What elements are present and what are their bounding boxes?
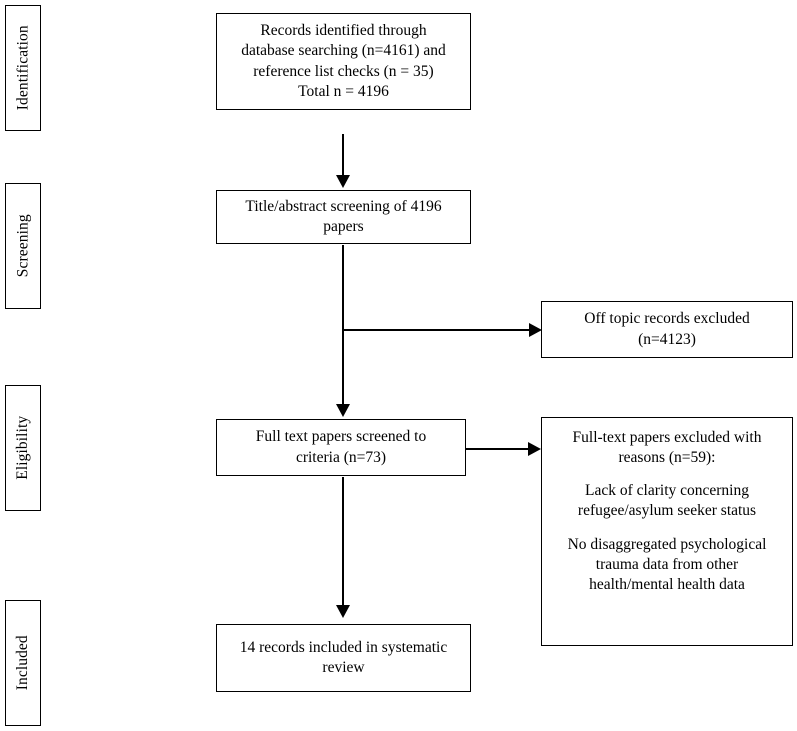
spacer: [548, 522, 786, 535]
connector-identification-to-screening: [342, 134, 344, 179]
node-off-topic-excluded-line-2: (n=4123): [638, 330, 696, 348]
node-records-identified-line-4: Total n = 4196: [298, 82, 389, 100]
node-full-text-excluded-line-7: health/mental health data: [589, 575, 745, 593]
connector-fulltext-to-excluded: [466, 448, 530, 450]
arrowhead-fulltext-to-included: [336, 605, 350, 618]
node-records-included: 14 records included in systematic review: [216, 624, 471, 692]
node-full-text-excluded-reasons: Full-text papers excluded with reasons (…: [541, 417, 793, 646]
node-records-identified-line-3: reference list checks (n = 35): [253, 62, 434, 80]
node-full-text-screened: Full text papers screened to criteria (n…: [216, 419, 466, 476]
node-off-topic-excluded-line-1: Off topic records excluded: [584, 310, 750, 328]
node-full-text-screened-line-1: Full text papers screened to: [255, 428, 427, 446]
node-records-included-line-1: 14 records included in systematic: [239, 638, 448, 656]
node-title-abstract-screening: Title/abstract screening of 4196 papers: [216, 190, 471, 244]
node-records-identified: Records identified through database sear…: [216, 13, 471, 110]
node-records-included-line-2: review: [322, 659, 365, 676]
connector-screening-to-fulltext: [342, 245, 344, 412]
node-title-abstract-screening-line-2: papers: [323, 218, 364, 235]
stage-label-identification: Identification: [14, 25, 32, 111]
arrowhead-identification-to-screening: [336, 175, 350, 188]
arrowhead-screening-to-fulltext: [336, 404, 350, 417]
stage-label-screening: Screening: [14, 214, 32, 278]
stage-box-included: Included: [5, 600, 41, 726]
stage-box-screening: Screening: [5, 183, 41, 309]
node-records-identified-line-1: Records identified through: [260, 22, 427, 40]
stage-box-identification: Identification: [5, 5, 41, 131]
node-full-text-screened-line-2: criteria (n=73): [295, 448, 387, 466]
node-records-identified-line-2: database searching (n=4161) and: [241, 42, 446, 60]
connector-fulltext-to-included: [342, 477, 344, 610]
arrowhead-fulltext-to-excluded: [528, 442, 541, 456]
stage-box-eligibility: Eligibility: [5, 385, 41, 511]
node-full-text-excluded-line-2: reasons (n=59):: [618, 449, 716, 467]
node-off-topic-excluded: Off topic records excluded (n=4123): [541, 301, 793, 358]
node-title-abstract-screening-line-1: Title/abstract screening of 4196: [245, 197, 442, 215]
stage-label-eligibility: Eligibility: [14, 416, 32, 480]
node-full-text-excluded-line-1: Full-text papers excluded with: [572, 429, 762, 446]
connector-screening-to-off-topic: [343, 329, 533, 331]
node-full-text-excluded-line-3: Lack of clarity concerning: [585, 482, 749, 500]
spacer: [548, 468, 786, 481]
stage-label-included: Included: [14, 635, 32, 691]
node-full-text-excluded-line-5: No disaggregated psychological: [567, 535, 767, 553]
node-full-text-excluded-line-6: trauma data from other: [595, 555, 739, 573]
arrowhead-screening-to-off-topic: [529, 323, 542, 337]
node-full-text-excluded-line-4: refugee/asylum seeker status: [577, 502, 757, 520]
